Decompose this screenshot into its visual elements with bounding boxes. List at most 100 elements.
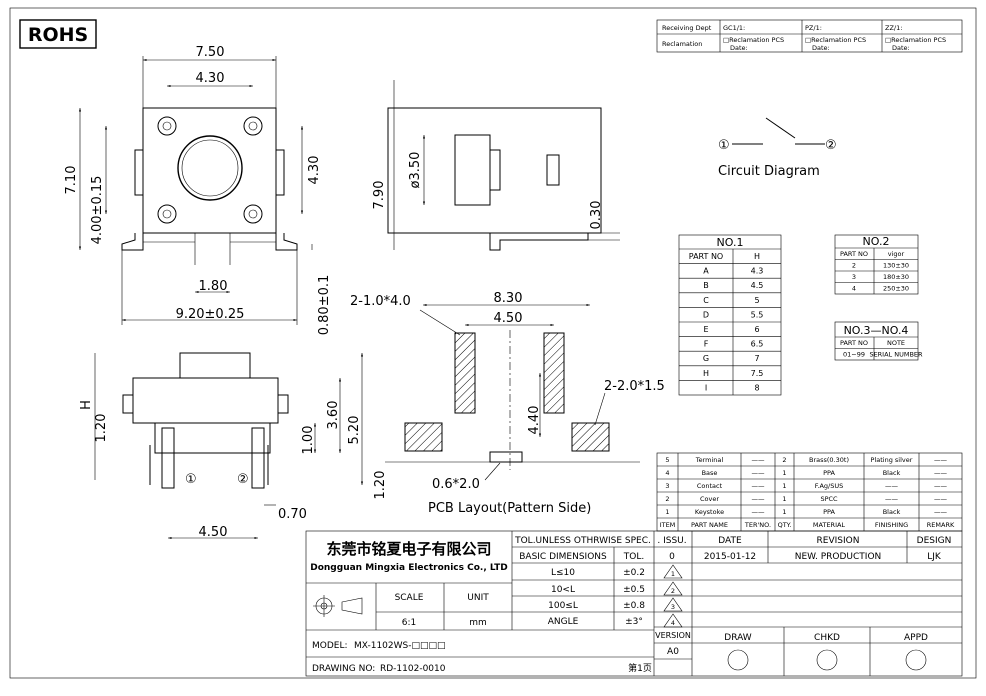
- table-cell: ——: [752, 495, 766, 503]
- svg-text:1.80: 1.80: [199, 279, 228, 294]
- svg-text:DRAWING NO:: DRAWING NO:: [312, 664, 375, 674]
- svg-text:①: ①: [185, 472, 197, 487]
- svg-text:7.90: 7.90: [372, 181, 387, 210]
- table-cell: F.Ag/SUS: [815, 482, 844, 490]
- svg-text:4.30: 4.30: [196, 71, 225, 86]
- svg-text:Date:: Date:: [892, 44, 910, 52]
- revision-triangle-icon: [663, 613, 683, 628]
- svg-text:LJK: LJK: [927, 552, 942, 562]
- table-cell: ±0.8: [623, 601, 645, 611]
- svg-text:4.50: 4.50: [494, 311, 523, 326]
- appd-stamp-icon: [905, 649, 927, 671]
- svg-text:□Reclamation PCS: □Reclamation PCS: [805, 36, 866, 44]
- table-cell: Contact: [697, 482, 723, 490]
- svg-text:DATE: DATE: [718, 536, 742, 546]
- table-header: QTY.: [778, 521, 792, 529]
- table-cell: Plating silver: [871, 456, 913, 464]
- svg-text:0.6*2.0: 0.6*2.0: [432, 477, 480, 492]
- svg-text:VERSION: VERSION: [655, 631, 691, 640]
- svg-text:Receiving Dept: Receiving Dept: [662, 24, 712, 32]
- table-cell: 1: [782, 508, 786, 516]
- table-header: PART NO: [840, 339, 868, 347]
- table-cell: 4: [852, 285, 856, 293]
- svg-text:1.00: 1.00: [301, 426, 316, 455]
- table-cell: 5.5: [751, 310, 764, 319]
- svg-text:TOL.UNLESS OTHRWISE SPEC.: TOL.UNLESS OTHRWISE SPEC.: [514, 536, 651, 546]
- svg-text:REVISION: REVISION: [817, 536, 860, 546]
- table-cell: 1: [782, 482, 786, 490]
- table-cell: ——: [885, 495, 899, 503]
- table-cell: 4.3: [751, 267, 764, 276]
- svg-text:DRAW: DRAW: [724, 633, 751, 643]
- svg-text:GC1/1:: GC1/1:: [723, 24, 745, 32]
- svg-text:UNIT: UNIT: [467, 593, 489, 603]
- revision-triangle-icon: [663, 597, 683, 612]
- table-cell: Cover: [700, 495, 719, 503]
- table-cell: 100≤L: [548, 601, 578, 611]
- chkd-stamp-icon: [816, 649, 838, 671]
- top-view: 7.50 4.30 7.10 4.00±0.15 4.30 1.80 9.20±…: [64, 45, 332, 335]
- table-cell: 4: [665, 469, 669, 477]
- svg-text:2015-01-12: 2015-01-12: [704, 552, 756, 562]
- svg-text:mm: mm: [469, 618, 487, 628]
- title-block: 东莞市铭夏电子有限公司 Dongguan Mingxia Electronics…: [305, 530, 963, 677]
- svg-text:A0: A0: [667, 647, 679, 657]
- table-cell: 250±30: [883, 285, 909, 293]
- svg-text:5.20: 5.20: [347, 416, 362, 445]
- table-header: MATERIAL: [813, 521, 846, 529]
- table-cell: H: [703, 369, 709, 378]
- table-cell: C: [703, 296, 709, 305]
- svg-text:6:1: 6:1: [402, 618, 416, 628]
- svg-text:3.60: 3.60: [326, 401, 341, 430]
- svg-text:9.20±0.25: 9.20±0.25: [176, 307, 245, 322]
- table-cell: SPCC: [820, 495, 838, 503]
- table-cell: A: [703, 267, 709, 276]
- table-cell: 6.5: [751, 340, 764, 349]
- svg-text:□Reclamation PCS: □Reclamation PCS: [885, 36, 946, 44]
- svg-text:H: H: [79, 400, 94, 410]
- table-cell: Base: [702, 469, 718, 477]
- svg-text:ZZ/1:: ZZ/1:: [885, 24, 902, 32]
- table-cell: Keystoke: [695, 508, 724, 516]
- table-cell: 3: [852, 273, 856, 281]
- svg-text:ROHS: ROHS: [28, 24, 88, 46]
- side-view: ø3.50 7.90 0.30: [372, 80, 620, 251]
- table-cell: F: [704, 340, 709, 349]
- table-header: PART NAME: [691, 521, 728, 529]
- svg-text:4.50: 4.50: [199, 525, 228, 540]
- table-cell: ——: [934, 482, 948, 490]
- svg-text:2-1.0*4.0: 2-1.0*4.0: [350, 294, 411, 309]
- table-cell: 01~99: [843, 351, 865, 359]
- svg-text:0.70: 0.70: [278, 507, 307, 522]
- pcb-layout: 8.30 4.50 2-1.0*4.0 4.40 2-2.0*1.5 1.20 …: [350, 291, 665, 516]
- table-cell: 2: [665, 495, 669, 503]
- table-cell: L≤10: [551, 568, 575, 578]
- table-cell: Terminal: [695, 456, 724, 464]
- svg-text:4.40: 4.40: [527, 406, 542, 435]
- table-header: ITEM: [660, 521, 676, 529]
- svg-text:①: ①: [718, 138, 730, 153]
- svg-text:NO.1: NO.1: [717, 236, 744, 249]
- table-cell: ——: [752, 508, 766, 516]
- svg-text:东莞市铭夏电子有限公司: 东莞市铭夏电子有限公司: [326, 540, 491, 558]
- table-cell: ——: [934, 508, 948, 516]
- revision-mark: 3: [671, 603, 675, 611]
- svg-text:0: 0: [669, 552, 675, 562]
- svg-text:MODEL:: MODEL:: [312, 641, 348, 651]
- svg-text:APPD: APPD: [904, 633, 928, 643]
- table-cell: 5: [665, 456, 669, 464]
- projection-symbol-icon: [313, 595, 363, 617]
- table-cell: D: [703, 310, 709, 319]
- svg-text:. ISSU.: . ISSU.: [657, 536, 686, 546]
- draw-stamp-icon: [727, 649, 749, 671]
- revision-mark: 1: [671, 570, 675, 578]
- circuit-diagram: ① ② Circuit Diagram: [718, 117, 837, 179]
- table-cell: Black: [883, 469, 901, 477]
- table-cell: 180±30: [883, 273, 909, 281]
- svg-text:Date:: Date:: [730, 44, 748, 52]
- table-cell: 8: [754, 383, 759, 392]
